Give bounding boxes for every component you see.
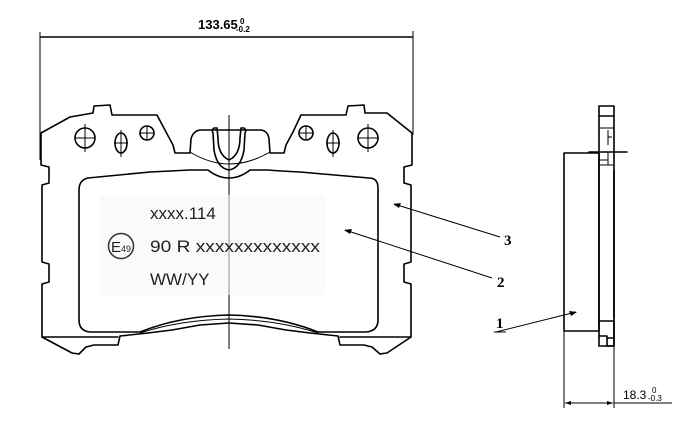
width-upper-tolerance: 0	[240, 17, 245, 26]
hole-right-small	[298, 125, 314, 141]
width-lower-tolerance: -0.2	[236, 25, 250, 34]
thickness-upper-tolerance: 0	[652, 386, 657, 395]
arrow-right-icon	[607, 401, 613, 405]
side-view: 18.3 0 -0.3	[563, 105, 672, 408]
approval-mark-icon: E 49	[107, 232, 135, 260]
width-dimension-value: 133.65	[198, 17, 238, 32]
callout-number-1: 1	[496, 316, 504, 332]
backing-plate-outline	[40, 104, 413, 355]
side-backing-plate	[598, 105, 615, 347]
side-lower-step	[598, 320, 615, 347]
hole-right-oval	[326, 130, 340, 157]
marking-line-2: 90 R xxxxxxxxxxxxx	[150, 237, 321, 256]
callout-3: 3	[393, 203, 512, 249]
approval-mark-number: 49	[121, 244, 131, 254]
front-view: xxxx.114 90 R xxxxxxxxxxxxx WW/YY E 49	[40, 104, 413, 355]
width-dimension: 133.65 0 -0.2	[39, 17, 414, 160]
arrow-icon	[344, 229, 352, 234]
thickness-lower-tolerance: -0.3	[648, 394, 662, 403]
hole-left-large	[74, 124, 96, 152]
callout-2: 2	[344, 229, 505, 291]
side-friction-material	[563, 152, 600, 332]
marking-line-1: xxxx.114	[150, 204, 216, 223]
thickness-dimension-value: 18.3	[623, 388, 647, 402]
arrow-icon	[393, 203, 401, 208]
callout-1: 1	[494, 311, 577, 333]
friction-pad-outline	[78, 169, 379, 333]
callout-number-3: 3	[504, 233, 512, 249]
marking-area	[100, 195, 325, 295]
arrow-icon	[569, 311, 577, 316]
hole-left-oval	[114, 130, 128, 157]
hole-left-small	[139, 125, 155, 141]
slot-lower-arc	[189, 151, 271, 165]
approval-mark-e: E	[111, 239, 121, 256]
marking-line-3: WW/YY	[150, 270, 210, 289]
arrow-left-icon	[565, 401, 571, 405]
hole-right-large	[357, 124, 379, 152]
callout-number-2: 2	[497, 275, 505, 291]
